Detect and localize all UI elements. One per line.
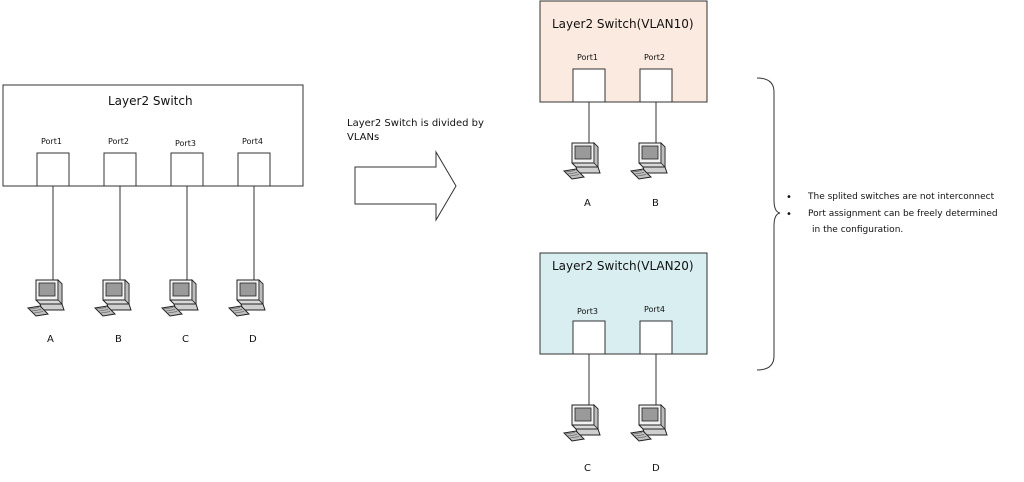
port-label: Port4 — [644, 305, 665, 314]
computer-icon — [94, 279, 132, 317]
pc-label: A — [584, 198, 591, 209]
note-item: The splited switches are not interconnec… — [786, 189, 998, 206]
curly-brace — [756, 77, 781, 371]
vlan10-title: Layer2 Switch(VLAN10) — [552, 17, 694, 31]
pc-label: B — [652, 198, 659, 209]
notes-list: The splited switches are not interconnec… — [786, 189, 998, 223]
vlan10-switch-box — [539, 0, 708, 103]
note-item: Port assignment can be freely determined — [786, 206, 998, 223]
vlan10-port2-box — [639, 68, 673, 103]
vlan20-title: Layer2 Switch(VLAN20) — [552, 259, 694, 273]
port-label: Port3 — [577, 307, 598, 316]
pc-label: B — [115, 334, 122, 345]
computer-icon — [630, 142, 668, 180]
port4-box — [237, 152, 271, 187]
vlan10-port1-box — [572, 68, 606, 103]
port-label: Port4 — [242, 137, 263, 146]
vlan20-switch-box — [539, 252, 708, 355]
vlan20-port3-box — [572, 320, 606, 355]
computer-icon — [563, 142, 601, 180]
vlan20-port4-box — [639, 320, 673, 355]
arrow-caption: Layer2 Switch is divided by VLANs — [347, 118, 484, 143]
pc-label: D — [652, 463, 660, 474]
arrow-right-icon — [354, 150, 457, 222]
pc-label: A — [47, 334, 54, 345]
computer-icon — [161, 279, 199, 317]
computer-icon — [27, 279, 65, 317]
pc-label: D — [249, 334, 257, 345]
pc-label: C — [182, 334, 189, 345]
pc-label: C — [584, 463, 591, 474]
computer-icon — [563, 404, 601, 442]
note-continuation: in the configuration. — [812, 225, 904, 235]
port-label: Port2 — [644, 53, 665, 62]
port3-box — [170, 152, 204, 187]
port2-box — [103, 152, 137, 187]
port-label: Port2 — [108, 137, 129, 146]
computer-icon — [228, 279, 266, 317]
port1-box — [36, 152, 70, 187]
switch-title: Layer2 Switch — [108, 94, 193, 108]
port-label: Port3 — [175, 139, 196, 148]
port-label: Port1 — [577, 53, 598, 62]
computer-icon — [630, 404, 668, 442]
port-label: Port1 — [41, 137, 62, 146]
